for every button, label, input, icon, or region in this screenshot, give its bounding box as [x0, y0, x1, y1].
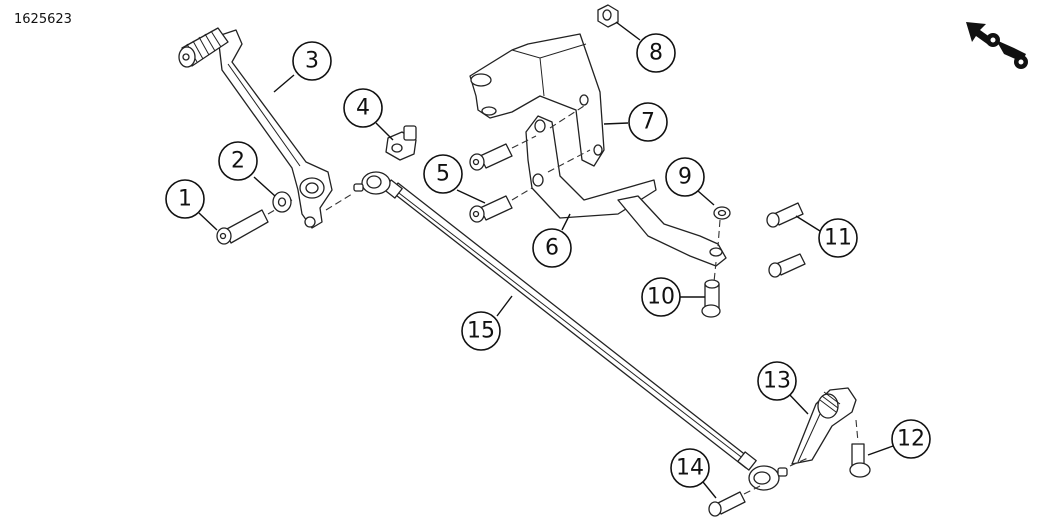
callout-label: 3 — [305, 49, 319, 74]
rod-end-bolt — [708, 491, 746, 517]
callout-13: 13 — [757, 361, 797, 401]
callout-label: 11 — [824, 226, 852, 251]
bracket-bolt-lower — [469, 195, 513, 223]
lever-pivot-bolt — [216, 209, 269, 245]
frame-bolt-upper — [766, 202, 804, 228]
mounting-bracket — [469, 33, 605, 167]
callout-label: 7 — [641, 110, 655, 135]
callout-label: 1 — [178, 187, 192, 212]
callout-5: 5 — [423, 154, 463, 194]
callout-1: 1 — [165, 179, 205, 219]
callout-12: 12 — [891, 419, 931, 459]
callout-7: 7 — [628, 102, 668, 142]
callout-label: 13 — [763, 369, 791, 394]
callout-label: 6 — [545, 236, 559, 261]
callout-8: 8 — [636, 33, 676, 73]
callout-label: 2 — [231, 149, 245, 174]
reference-number: 1625623 — [14, 12, 72, 27]
callout-11: 11 — [818, 218, 858, 258]
rod-end-lower — [748, 465, 788, 491]
rod-end-upper — [353, 171, 391, 195]
hex-nut — [597, 4, 619, 28]
callout-label: 15 — [467, 319, 495, 344]
spacer-bushing — [713, 206, 731, 220]
callout-label: 12 — [897, 427, 925, 452]
callout-15: 15 — [461, 311, 501, 351]
callout-14: 14 — [670, 448, 710, 488]
shift-arm — [791, 387, 857, 465]
callout-9: 9 — [665, 157, 705, 197]
motorcycle-front-arrow-icon — [966, 22, 1028, 69]
shift-lever — [178, 27, 333, 229]
callout-3: 3 — [292, 41, 332, 81]
callout-2: 2 — [218, 141, 258, 181]
washer — [272, 191, 292, 213]
callout-6: 6 — [532, 228, 572, 268]
grease-fitting — [385, 125, 417, 161]
callout-label: 14 — [676, 456, 704, 481]
callout-label: 8 — [649, 41, 663, 66]
shift-peg-rubber — [178, 27, 229, 68]
pivot-pin — [701, 279, 721, 318]
shift-rod — [383, 179, 757, 471]
callout-label: 5 — [436, 162, 450, 187]
leader-lines — [198, 21, 894, 499]
callout-10: 10 — [641, 277, 681, 317]
callout-label: 10 — [647, 285, 675, 310]
bracket-bolt-upper — [469, 143, 513, 171]
frame-bolt-lower — [768, 253, 806, 278]
callout-label: 4 — [356, 96, 370, 121]
callout-4: 4 — [343, 88, 383, 128]
callout-label: 9 — [678, 165, 692, 190]
shift-arm-pinch-bolt — [849, 443, 871, 478]
